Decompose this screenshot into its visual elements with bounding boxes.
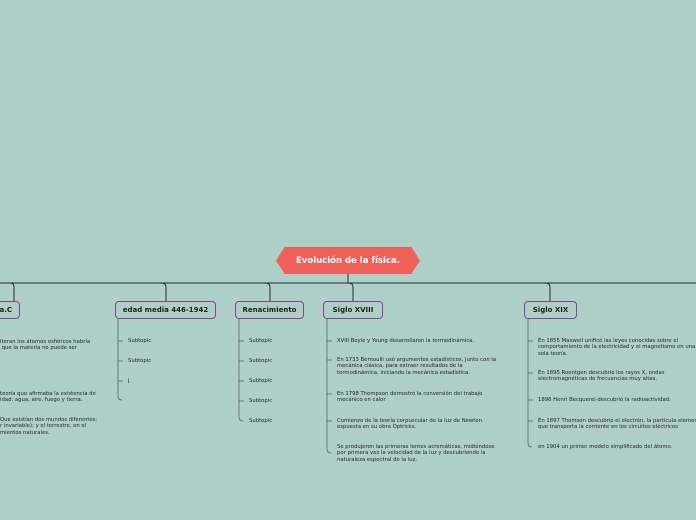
subtopic-xix-atomo[interactable]: en 1904 un primer modelo simplificado de… — [538, 444, 673, 450]
subtopic-xviii-newton[interactable]: Comienzo de la teoría corpuscular de la … — [337, 418, 482, 431]
branch-siglo-xviii[interactable]: Siglo XVIII — [323, 301, 383, 319]
subtopic-xviii-bernoulli[interactable]: En 1733 Bernoulli usó argumentos estadís… — [337, 357, 497, 376]
subtopic-xviii-thompson[interactable]: En 1798 Thompson demostró la conversión … — [337, 391, 483, 404]
subtopic-xviii-lentes[interactable]: Se produjeron las primeras lentes acromá… — [337, 444, 495, 463]
subtopic-renacimiento-2[interactable]: Subtopic — [249, 358, 273, 364]
subtopic-xix-becquerel[interactable]: 1896 Henri Becquerel descubrió la radioa… — [538, 397, 671, 403]
subtopic-ac-dos-mundos[interactable]: Que existían dos mundos diferentes: r in… — [0, 417, 98, 436]
subtopic-renacimiento-4[interactable]: Subtopic — [249, 398, 273, 404]
subtopic-edad-media-1[interactable]: Subtopic — [128, 338, 152, 344]
branch-siglo-xix[interactable]: Siglo XIX — [524, 301, 577, 319]
central-topic[interactable]: Evolución de la física. — [276, 247, 420, 274]
subtopic-ac-elementos[interactable]: teoría que afirmaba la existencia de ida… — [0, 391, 96, 404]
branch-ac[interactable]: a.C — [0, 301, 20, 319]
subtopic-ac-atomos[interactable]: lteran los átomos esféricos habría que l… — [0, 339, 91, 352]
subtopic-xix-roentgen[interactable]: En 1895 Roentgen descubrió los rayos X, … — [538, 370, 665, 383]
subtopic-edad-media-2[interactable]: Subtopic — [128, 358, 152, 364]
branch-edad-media[interactable]: edad media 446-1942 — [115, 301, 216, 319]
branch-renacimiento[interactable]: Renacimiento — [235, 301, 304, 319]
subtopic-renacimiento-3[interactable]: Subtopic — [249, 378, 273, 384]
subtopic-edad-media-3[interactable]: j — [128, 378, 130, 384]
subtopic-renacimiento-1[interactable]: Subtopic — [249, 338, 273, 344]
subtopic-xviii-termodinamica[interactable]: XVIII Boyle y Young desarrollaron la ter… — [337, 338, 475, 344]
subtopic-xix-thomson[interactable]: En 1897 Thomson descubrió el electrón, l… — [538, 418, 696, 431]
subtopic-renacimiento-5[interactable]: Subtopic — [249, 418, 273, 424]
subtopic-xix-maxwell[interactable]: En 1855 Maxwell unificó las leyes conoci… — [538, 338, 696, 357]
